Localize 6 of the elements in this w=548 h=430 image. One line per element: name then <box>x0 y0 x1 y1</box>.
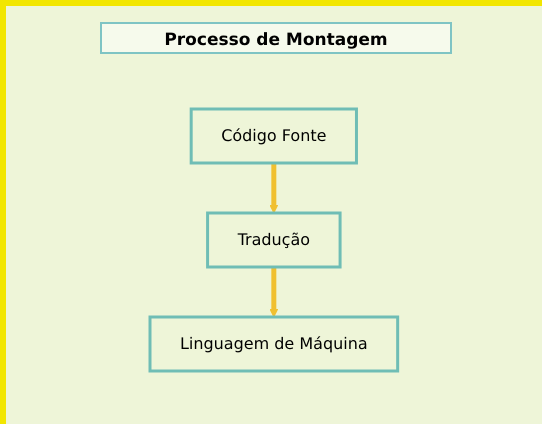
node-box: Linguagem de Máquina <box>148 316 400 372</box>
node-box: Código Fonte <box>190 108 358 164</box>
node-box: Tradução <box>206 212 342 268</box>
arrow <box>270 163 278 214</box>
arrow <box>270 267 278 318</box>
diagram-title: Processo de Montagem <box>100 22 452 54</box>
